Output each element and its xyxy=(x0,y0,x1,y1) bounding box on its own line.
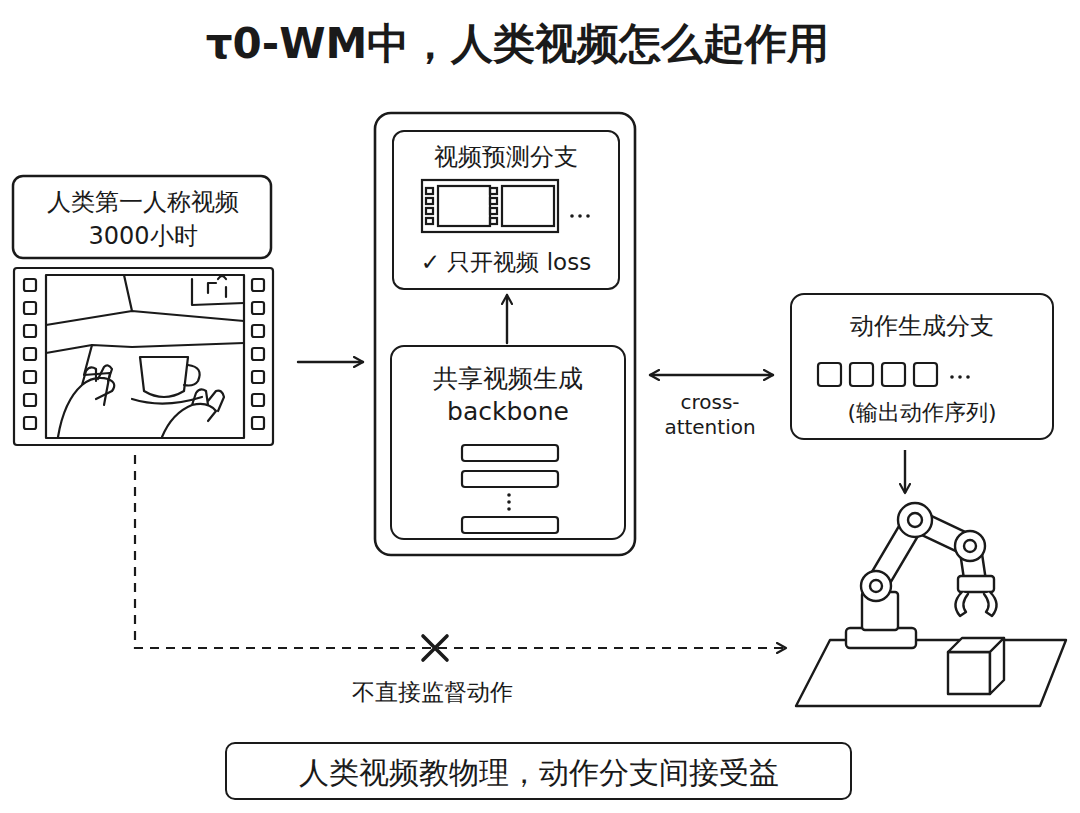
sprocket-hole xyxy=(426,208,433,214)
sprocket-hole xyxy=(426,198,433,204)
robot-joint xyxy=(898,503,932,537)
node-body: 3000小时 xyxy=(12,221,274,252)
network-layer xyxy=(462,445,558,461)
robot-joint xyxy=(861,571,891,601)
sprocket-hole xyxy=(426,218,433,224)
action-token xyxy=(850,363,873,386)
scene-stroke xyxy=(225,287,227,297)
scene-stroke xyxy=(46,343,244,353)
gripper-wrist xyxy=(958,576,994,592)
node-heading: 动作生成分支 xyxy=(792,311,1052,342)
video-branch-box: 视频预测分支 ✓ 只开视频 loss xyxy=(392,130,620,290)
node-heading: 视频预测分支 xyxy=(394,142,618,173)
sprocket-hole xyxy=(24,394,36,406)
video-frame xyxy=(438,186,490,226)
layer-stack-icon xyxy=(462,445,558,533)
sprocket-hole xyxy=(490,188,497,194)
gripper-claw xyxy=(955,592,968,616)
sprocket-hole xyxy=(252,394,264,406)
robot-joint-core xyxy=(870,580,882,592)
scene-stroke xyxy=(218,276,226,279)
backbone-box: 共享视频生成 backbone xyxy=(390,345,626,540)
robot-joint-core xyxy=(908,513,922,527)
action-token xyxy=(882,363,905,386)
scene-stroke xyxy=(140,357,188,397)
output-arrow xyxy=(904,450,906,493)
ellipsis-dot xyxy=(507,507,511,511)
scene-stroke xyxy=(162,389,224,437)
node-body: ✓ 只开视频 loss xyxy=(394,248,618,278)
action-token-icon xyxy=(818,363,937,386)
ellipsis-dot xyxy=(966,375,970,379)
film-strip xyxy=(422,180,558,232)
sprocket-hole xyxy=(24,417,36,429)
cube-front xyxy=(948,652,990,694)
robot-joint-core xyxy=(964,540,976,552)
sprocket-hole xyxy=(24,325,36,337)
cross-stroke xyxy=(423,636,447,660)
connector-arrow xyxy=(298,361,363,363)
table-plate xyxy=(796,640,1066,706)
scene-stroke xyxy=(58,365,114,437)
action-branch-box: 动作生成分支 (输出动作序列) xyxy=(790,293,1054,440)
action-token xyxy=(914,363,937,386)
sprocket-hole xyxy=(426,188,433,194)
scene-stroke xyxy=(184,365,200,386)
source-video-node: 人类第一人称视频3000小时 xyxy=(12,175,274,447)
sprocket-hole xyxy=(24,279,36,291)
sprocket-hole xyxy=(24,371,36,383)
sprocket-hole xyxy=(490,218,497,224)
action-token xyxy=(818,363,841,386)
scene-stroke xyxy=(208,283,216,293)
connector-arrow xyxy=(506,295,508,343)
robot-arm-illustration xyxy=(796,503,1066,706)
film-frame xyxy=(14,268,273,445)
video-frame xyxy=(502,186,554,226)
ellipsis-dot xyxy=(507,493,511,497)
cube-side xyxy=(990,638,1004,694)
diagram-title: τ0-WM中，人类视频怎么起作用 xyxy=(0,18,1035,71)
sprocket-hole xyxy=(252,371,264,383)
node-heading: 共享视频生成 backbone xyxy=(392,363,624,428)
scene-stroke xyxy=(46,311,244,325)
node-heading: 人类第一人称视频 xyxy=(12,187,274,218)
connector-arrow xyxy=(650,374,773,376)
caption-box: 人类视频教物理，动作分支间接受益 xyxy=(225,742,852,800)
scene-stroke xyxy=(132,397,202,404)
film-strip-illustration xyxy=(14,268,273,445)
ellipsis-dot xyxy=(578,214,582,218)
scene-stroke xyxy=(124,275,132,311)
sprocket-hole xyxy=(252,302,264,314)
sprocket-hole xyxy=(252,417,264,429)
gripper-claw xyxy=(984,592,997,616)
sprocket-hole xyxy=(490,208,497,214)
film-picture xyxy=(46,275,244,438)
video-frames-icon xyxy=(422,180,558,232)
robot-joint xyxy=(955,531,985,561)
sprocket-hole xyxy=(24,348,36,360)
edge-label: cross-attention xyxy=(655,390,765,440)
ellipsis-dot xyxy=(507,500,511,504)
sprocket-hole xyxy=(252,348,264,360)
cross-mark xyxy=(423,636,447,660)
note-label: 不直接监督动作 xyxy=(320,678,545,707)
ellipsis-dot xyxy=(570,214,574,218)
ellipsis-dot xyxy=(958,375,962,379)
ellipsis-dot xyxy=(586,214,590,218)
cross-stroke xyxy=(423,636,447,660)
node-body: (输出动作序列) xyxy=(792,399,1052,428)
ellipsis-dot xyxy=(950,375,954,379)
sprocket-hole xyxy=(252,325,264,337)
scene-stroke xyxy=(192,279,244,305)
model-container xyxy=(375,113,635,555)
sprocket-hole xyxy=(252,279,264,291)
sprocket-hole xyxy=(24,302,36,314)
network-layer xyxy=(462,517,558,533)
sprocket-hole xyxy=(490,198,497,204)
network-layer xyxy=(462,471,558,487)
